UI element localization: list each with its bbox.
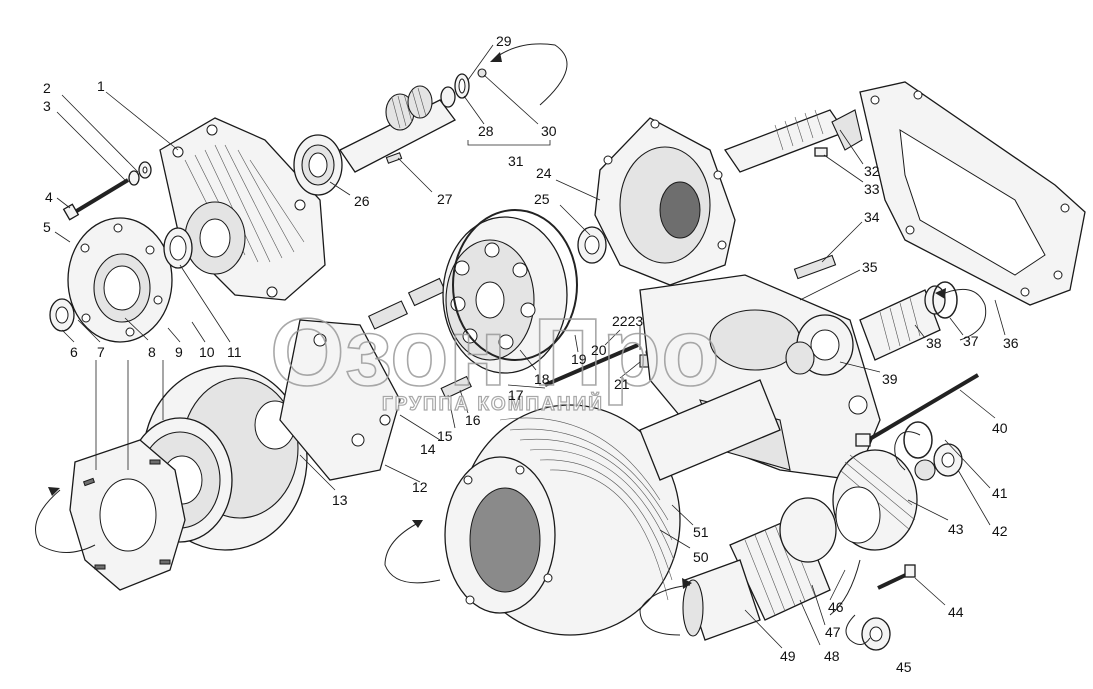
bolt-4 bbox=[62, 178, 130, 221]
callout-24: 24 bbox=[536, 165, 552, 181]
callout-10: 10 bbox=[199, 344, 215, 360]
callout-6: 6 bbox=[70, 344, 78, 360]
ring-37 bbox=[932, 281, 958, 319]
callout-34: 34 bbox=[864, 209, 880, 225]
callout-3: 3 bbox=[43, 98, 51, 114]
callout-31: 31 bbox=[508, 153, 524, 169]
rod-40 bbox=[855, 373, 980, 447]
callout-7: 7 bbox=[97, 344, 105, 360]
callout-labels: 1 2 3 4 5 6 7 8 9 10 11 12 13 14 15 16 1… bbox=[43, 33, 1019, 675]
bolt-44 bbox=[877, 564, 916, 590]
pin-17 bbox=[544, 343, 639, 387]
ring-28 bbox=[454, 73, 470, 99]
callout-28: 28 bbox=[478, 123, 494, 139]
springs-14-15 bbox=[367, 277, 472, 400]
callout-16: 16 bbox=[465, 412, 481, 428]
callout-21: 21 bbox=[614, 376, 630, 392]
friction-disc-8 bbox=[69, 439, 186, 591]
watermark-logo: Озон Про ГРУППА КОМПАНИЙ bbox=[269, 298, 720, 415]
callout-19: 19 bbox=[571, 351, 587, 367]
callout-35: 35 bbox=[862, 259, 878, 275]
callout-51: 51 bbox=[693, 524, 709, 540]
callout-29: 29 bbox=[496, 33, 512, 49]
callout-9: 9 bbox=[175, 344, 183, 360]
callout-2: 2 bbox=[43, 80, 51, 96]
callout-38: 38 bbox=[926, 335, 942, 351]
callout-43: 43 bbox=[948, 521, 964, 537]
callout-36: 36 bbox=[1003, 335, 1019, 351]
callout-1: 1 bbox=[97, 78, 105, 94]
callout-48: 48 bbox=[824, 648, 840, 664]
callout-4: 4 bbox=[45, 189, 53, 205]
hub-shaft bbox=[639, 379, 781, 481]
callout-42: 42 bbox=[992, 523, 1008, 539]
callout-17: 17 bbox=[508, 387, 524, 403]
callout-46: 46 bbox=[828, 599, 844, 615]
shaft-49 bbox=[682, 559, 761, 641]
callout-12: 12 bbox=[412, 479, 428, 495]
watermark-subtitle: ГРУППА КОМПАНИЙ bbox=[382, 393, 604, 415]
seal-11 bbox=[163, 227, 193, 269]
watermark-logo-text: Озон Про bbox=[270, 299, 720, 406]
key-27 bbox=[385, 152, 403, 164]
rotor-18 bbox=[442, 209, 578, 374]
callout-49: 49 bbox=[780, 648, 796, 664]
callout-13: 13 bbox=[332, 492, 348, 508]
pin-34 bbox=[793, 254, 837, 280]
bearing-39 bbox=[785, 314, 854, 376]
callout-8: 8 bbox=[148, 344, 156, 360]
callout-44: 44 bbox=[948, 604, 964, 620]
piston-plate-12 bbox=[279, 319, 401, 481]
callout-32: 32 bbox=[864, 163, 880, 179]
rotation-arrows bbox=[35, 43, 987, 645]
callout-20: 20 bbox=[591, 342, 607, 358]
callout-41: 41 bbox=[992, 485, 1008, 501]
callout-40: 40 bbox=[992, 420, 1008, 436]
gasket-36 bbox=[859, 81, 1086, 306]
washers-2-3 bbox=[128, 161, 152, 186]
flange-5 bbox=[67, 217, 173, 343]
callout-26: 26 bbox=[354, 193, 370, 209]
callout-37: 37 bbox=[963, 333, 979, 349]
input-shaft bbox=[339, 85, 456, 173]
callout-27: 27 bbox=[437, 191, 453, 207]
callout-11: 11 bbox=[227, 344, 242, 360]
nut-6 bbox=[49, 298, 75, 332]
bolt-33 bbox=[814, 147, 828, 157]
gear-43 bbox=[832, 449, 936, 551]
callout-14: 14 bbox=[420, 441, 436, 457]
callout-2223: 2223 bbox=[612, 313, 643, 329]
bearing-26 bbox=[293, 134, 343, 196]
washer-42 bbox=[933, 443, 963, 477]
flange-47 bbox=[779, 497, 837, 563]
drum-50 bbox=[444, 404, 681, 636]
cover-housing bbox=[159, 117, 326, 301]
output-shaft bbox=[723, 109, 847, 173]
bell-housing-24 bbox=[594, 117, 736, 286]
callout-18: 18 bbox=[534, 371, 550, 387]
callout-5: 5 bbox=[43, 219, 51, 235]
leader-lines bbox=[54, 44, 1006, 649]
callout-33: 33 bbox=[864, 181, 880, 197]
callout-39: 39 bbox=[882, 371, 898, 387]
ring-41 bbox=[903, 421, 933, 459]
callout-30: 30 bbox=[541, 123, 557, 139]
callout-45: 45 bbox=[896, 659, 912, 675]
callout-50: 50 bbox=[693, 549, 709, 565]
callout-25: 25 bbox=[534, 191, 550, 207]
bearing-25 bbox=[577, 226, 607, 264]
callout-47: 47 bbox=[825, 624, 841, 640]
callout-15: 15 bbox=[437, 428, 453, 444]
lock-plate-32 bbox=[831, 109, 863, 151]
washer-45-hole bbox=[869, 626, 883, 642]
